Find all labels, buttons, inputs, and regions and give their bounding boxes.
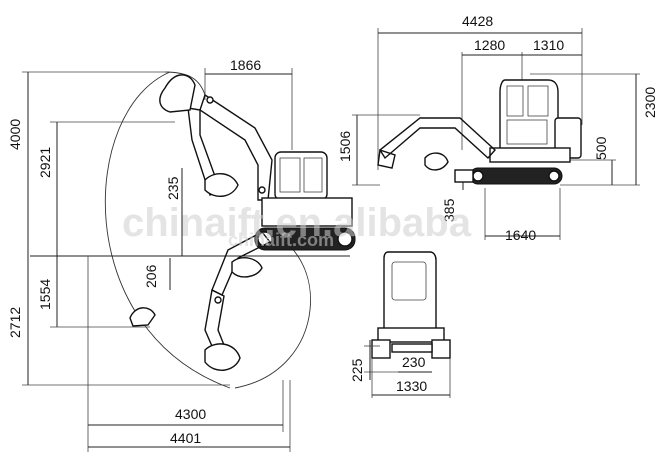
label-1280: 1280 [474,37,505,53]
label-1866: 1866 [230,57,261,73]
reach-arc-top [164,71,206,96]
label-1506: 1506 [337,131,353,162]
label-4000: 4000 [7,119,23,150]
front-window [391,261,427,301]
bucket-small [129,307,156,327]
reach-arc-outer [104,71,231,389]
label-500: 500 [593,136,609,160]
label-4401: 4401 [170,430,201,446]
boom-raised [159,74,273,201]
watermark-small: chinaift.com [228,230,334,250]
label-2712: 2712 [7,307,23,338]
label-1310: 1310 [533,37,564,53]
label-1640: 1640 [505,227,536,243]
label-1330: 1330 [396,378,427,394]
boom-lowered [204,231,272,371]
track-right [431,339,451,359]
label-2921: 2921 [37,147,53,178]
label-235: 235 [165,176,181,200]
track-left [371,339,391,359]
label-385: 385 [441,198,457,222]
label-4428: 4428 [462,13,493,29]
label-225: 225 [349,358,365,382]
side-view: 4428 1280 1310 2300 1506 500 385 1640 [337,13,658,243]
blade [391,343,433,353]
watermark-large: chinaift.en.alibaba [122,201,472,245]
front-view: 225 230 1330 [349,251,451,398]
label-230: 230 [402,354,426,370]
label-1554: 1554 [37,279,53,310]
label-206: 206 [143,264,159,288]
working-range-view: 1866 4000 2921 235 206 2712 1554 4300 44… [7,57,356,452]
label-2300: 2300 [642,87,658,118]
cab-working-view [254,151,356,251]
reach-arc-inner [234,231,311,389]
excavator-side [377,79,582,185]
label-4300: 4300 [175,406,206,422]
front-body [377,327,445,343]
